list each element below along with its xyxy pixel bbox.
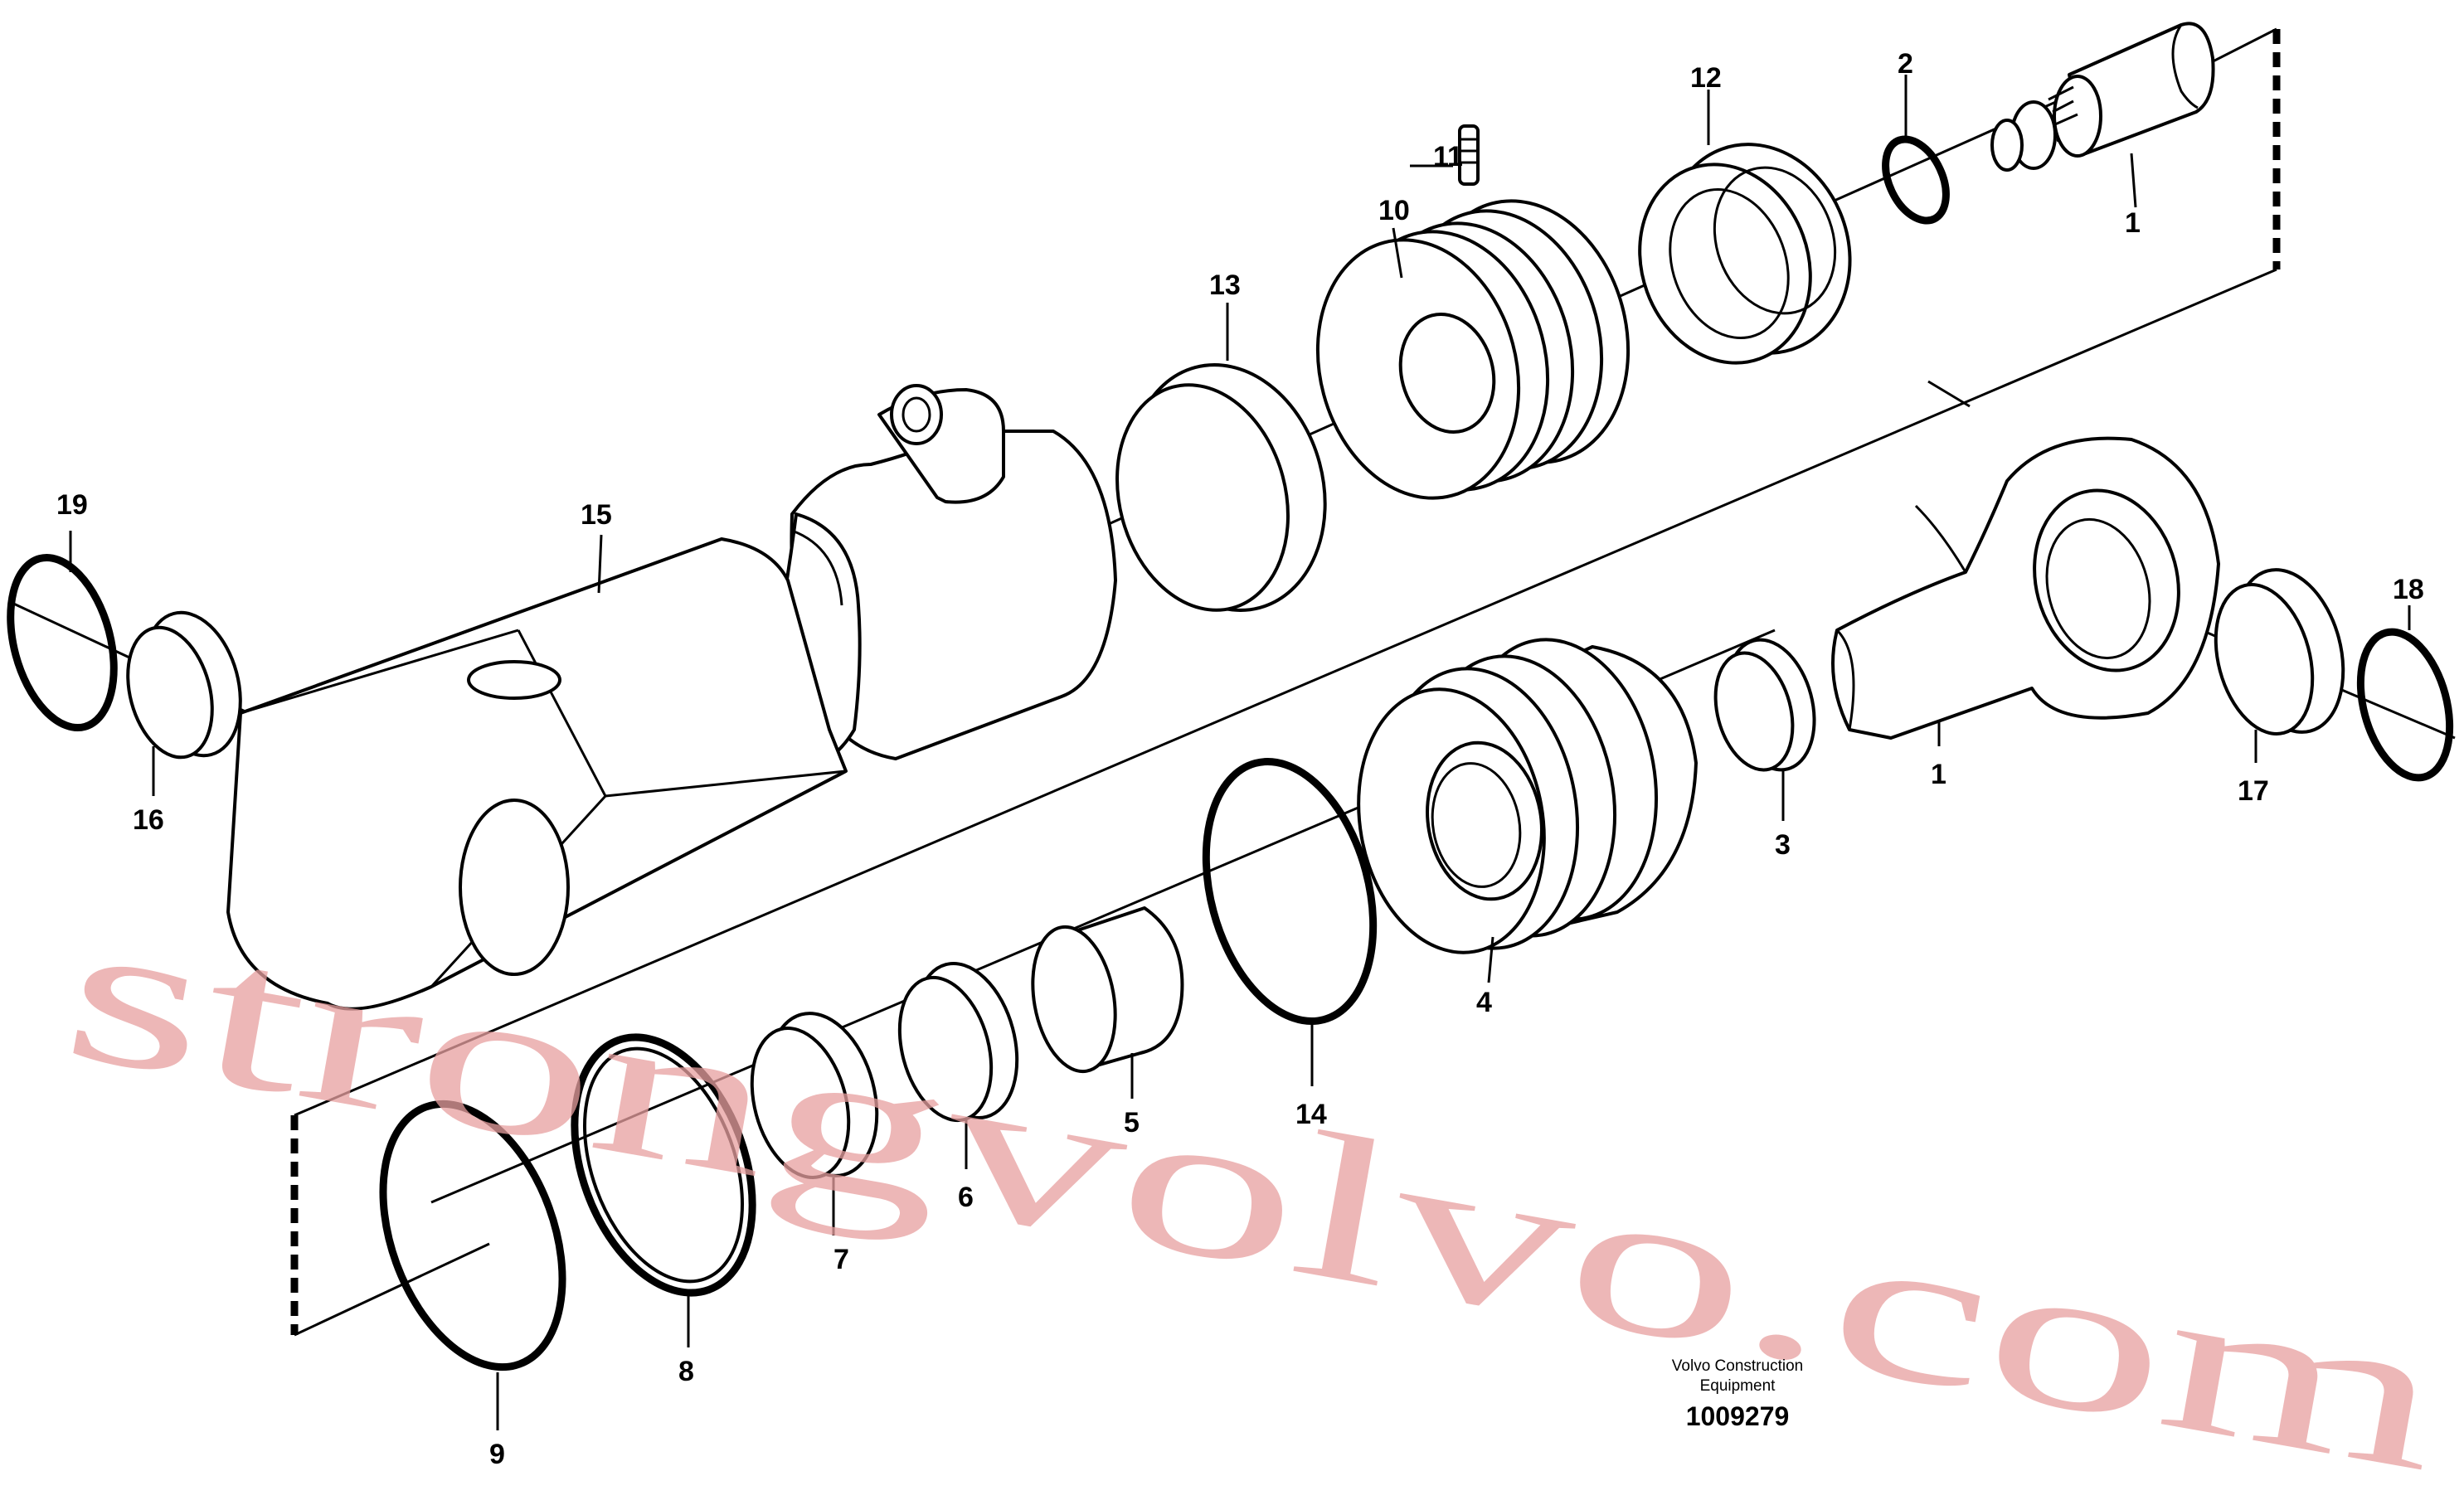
o-ring-9 — [379, 1100, 566, 1371]
callout-5: 5 — [1124, 1107, 1140, 1138]
callout-3: 3 — [1775, 829, 1791, 861]
scraper-7 — [750, 1012, 879, 1179]
drawing-number: 1009279 — [1685, 1401, 1790, 1431]
bushing-5 — [1031, 906, 1184, 1074]
watermark: strongvolvo.com — [50, 871, 2458, 1505]
cylinder-head-4 — [1357, 638, 1698, 954]
o-ring-14 — [1202, 758, 1378, 1025]
set-screw-11 — [1458, 124, 1480, 186]
callout-16: 16 — [133, 804, 164, 836]
callout-6: 6 — [958, 1182, 974, 1213]
bushing-16 — [126, 610, 242, 760]
drawing-caption: Volvo Construction Equipment 1009279 — [1592, 1357, 1883, 1432]
callout-18: 18 — [2393, 574, 2424, 605]
piston-10 — [1315, 199, 1631, 500]
bushing-17 — [2214, 568, 2345, 736]
retaining-ring-19 — [7, 553, 118, 732]
callout-12: 12 — [1690, 62, 1722, 94]
gland-nut-12 — [1638, 143, 1852, 365]
callouts: 1 2 12 11 10 13 15 19 16 18 1 3 17 4 14 … — [56, 48, 2424, 1470]
caption-manufacturer-line1: Volvo Construction — [1671, 1357, 1804, 1375]
callout-19: 19 — [56, 489, 88, 521]
callout-11: 11 — [1433, 141, 1463, 172]
seal-6 — [897, 962, 1019, 1123]
callout-8: 8 — [678, 1356, 694, 1387]
leader-lines — [69, 75, 2411, 1430]
callout-1-top: 1 — [2125, 207, 2141, 239]
callout-1-bottom: 1 — [1931, 759, 1946, 790]
callout-4: 4 — [1476, 987, 1492, 1018]
callout-9: 9 — [489, 1439, 505, 1470]
callout-15: 15 — [581, 499, 612, 531]
cylinder-tube-15 — [226, 384, 1117, 1011]
callout-7: 7 — [833, 1244, 849, 1275]
callout-13: 13 — [1209, 269, 1241, 301]
callout-10: 10 — [1378, 195, 1410, 226]
rod-seal-3 — [1713, 638, 1816, 772]
callout-17: 17 — [2238, 775, 2269, 807]
piston-rod-top — [1990, 22, 2215, 172]
callout-14: 14 — [1295, 1099, 1327, 1130]
wear-ring-13 — [1115, 363, 1327, 612]
o-ring-8 — [571, 1033, 756, 1297]
o-ring-2 — [1882, 135, 1950, 225]
callout-2: 2 — [1898, 48, 1913, 80]
retaining-ring-18 — [2356, 628, 2454, 782]
caption-manufacturer-line2: Equipment — [1699, 1377, 1776, 1395]
rod-eye-bottom — [1831, 436, 2220, 740]
